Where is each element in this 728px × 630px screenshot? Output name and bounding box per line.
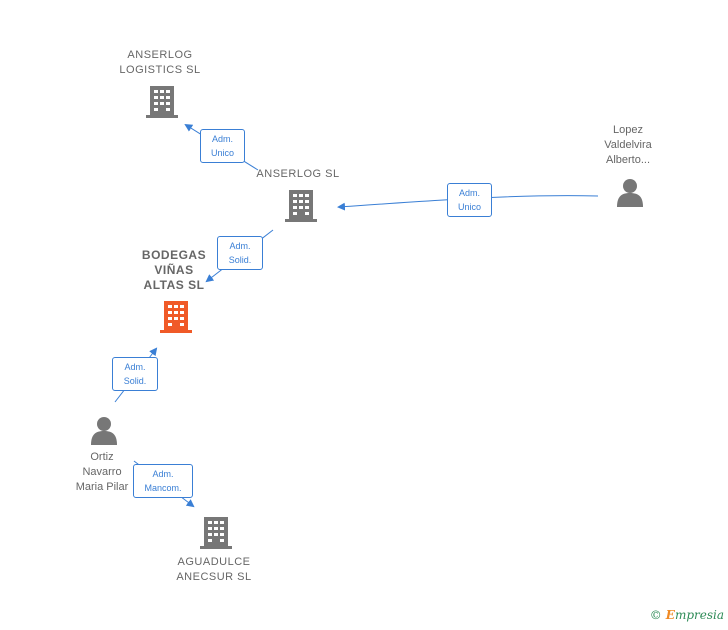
label-line: Navarro (82, 466, 122, 478)
edge-label-line: Adm. (229, 241, 251, 251)
edge-label-line: Unico (210, 148, 234, 158)
brand-logo-text: mpresia (674, 608, 724, 622)
copyright-icon: © (649, 608, 662, 622)
node-label-anserlog-logistics[interactable]: ANSERLOG LOGISTICS SL (100, 48, 220, 78)
edge-label-line: Unico (457, 202, 481, 212)
edge-label-line: Adm. (152, 469, 174, 479)
edge-label-adm-solid[interactable]: Adm. Solid. (217, 236, 263, 270)
label-line: Valdelvira (604, 139, 652, 151)
edge-label-line: Adm. (458, 188, 480, 198)
edge-label-adm-unico[interactable]: Adm. Unico (200, 129, 245, 163)
node-label-anserlog-sl[interactable]: ANSERLOG SL (240, 167, 356, 182)
person-icon[interactable] (91, 417, 117, 445)
label-line: ANSERLOG SL (256, 168, 340, 180)
edge-label-adm-solid[interactable]: Adm. Solid. (112, 357, 158, 391)
edge-label-line: Mancom. (144, 483, 182, 493)
node-label-bodegas[interactable]: BODEGAS VIÑAS ALTAS SL (126, 248, 222, 293)
label-line: Lopez (613, 124, 643, 136)
label-line: Maria Pilar (75, 481, 129, 493)
node-label-ortiz[interactable]: Ortiz Navarro Maria Pilar (60, 450, 144, 495)
node-label-aguadulce[interactable]: AGUADULCE ANECSUR SL (158, 555, 270, 585)
node-label-lopez[interactable]: Lopez Valdelvira Alberto... (584, 123, 672, 168)
person-icon[interactable] (617, 179, 643, 207)
building-icon[interactable] (200, 517, 232, 549)
label-line: Alberto... (605, 154, 651, 166)
label-line: ANSERLOG (127, 49, 193, 61)
building-icon[interactable] (146, 86, 178, 118)
label-line: ALTAS SL (143, 278, 205, 292)
label-line: ANECSUR SL (176, 571, 252, 583)
building-icon-highlighted[interactable] (160, 301, 192, 333)
edge-label-line: Adm. (124, 362, 146, 372)
brand-footer[interactable]: ©Empresia (650, 608, 724, 622)
edge-label-adm-unico[interactable]: Adm. Unico (447, 183, 492, 217)
label-line: LOGISTICS SL (119, 64, 201, 76)
building-icon[interactable] (285, 190, 317, 222)
label-line: Ortiz (90, 451, 114, 463)
edge-label-line: Solid. (228, 255, 252, 265)
edge-label-adm-mancom[interactable]: Adm. Mancom. (133, 464, 193, 498)
label-line: VIÑAS (154, 263, 194, 277)
brand-logo-letter: E (665, 608, 675, 622)
edge-label-line: Adm. (211, 134, 233, 144)
label-line: AGUADULCE (177, 556, 251, 568)
edge-label-line: Solid. (123, 376, 147, 386)
label-line: BODEGAS (141, 248, 207, 262)
